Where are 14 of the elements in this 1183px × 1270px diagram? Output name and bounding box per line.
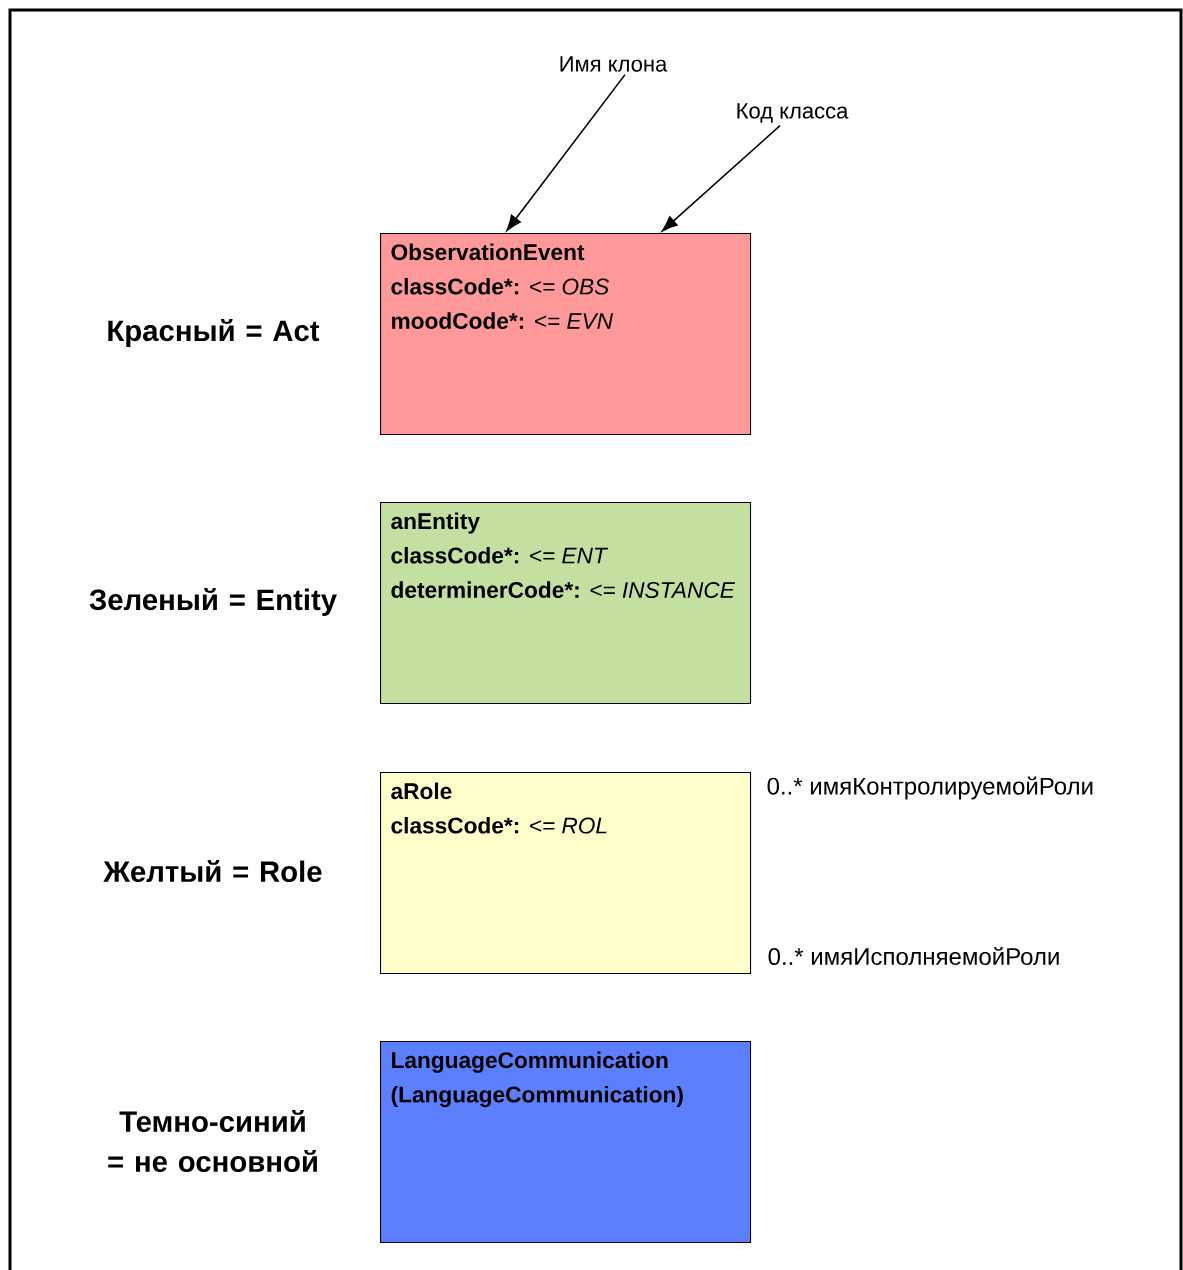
multiplicity-label: 0..* имяИсполняемойРоли [768,947,1059,966]
callout-text: Имя клона [560,56,668,72]
callout-text: Код класса [737,103,849,123]
class-box: ObservationEvent classCode*: <= OBS moodCode*: <= EVN [380,233,752,436]
color-key-label: Темно-синий = не основной [108,1109,317,1173]
class-box: anEntity classCode*: <= ENT determinerCode*: <= INSTANCE [380,502,752,705]
multiplicity-label: 0..* имяКонтролируемойРоли [767,776,1093,800]
class-box: aRole classCode*: <= ROL [380,772,752,975]
color-key-label: Зеленый = Entity [89,588,337,616]
color-key-label: Красный = Act [108,319,320,347]
class-box: LanguageCommunication (LanguageCommunication) [380,1041,752,1244]
color-key-label: Желтый = Role [103,859,322,883]
arrow [506,73,626,232]
arrow [661,124,781,232]
